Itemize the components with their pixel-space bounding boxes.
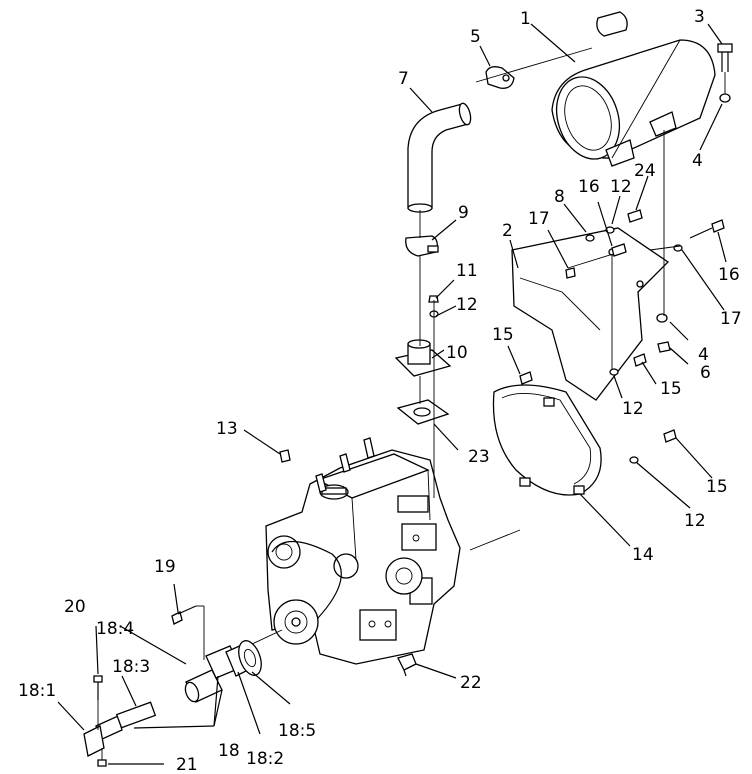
bracket-2 bbox=[511, 227, 670, 401]
bolt-19 bbox=[171, 605, 197, 625]
callout-18-4: 18:4 bbox=[96, 619, 134, 639]
pulley-lower bbox=[273, 599, 319, 645]
callout-2: 2 bbox=[502, 221, 513, 241]
callout-18-2: 18:2 bbox=[246, 749, 284, 769]
callout-16-right: 16 bbox=[718, 265, 740, 285]
callout-11: 11 bbox=[456, 261, 478, 281]
sensor-22 bbox=[397, 653, 417, 677]
callout-4-upper: 4 bbox=[692, 151, 703, 171]
alignment-lines bbox=[97, 47, 726, 760]
washer-8 bbox=[585, 234, 595, 242]
callout-14: 14 bbox=[632, 545, 654, 565]
callout-18-1: 18:1 bbox=[18, 681, 56, 701]
callout-24: 24 bbox=[634, 161, 656, 181]
callout-6: 6 bbox=[700, 363, 711, 383]
fan-belt bbox=[271, 540, 342, 619]
starter bbox=[333, 553, 359, 579]
gasket-23 bbox=[396, 399, 450, 425]
callout-21: 21 bbox=[176, 755, 198, 774]
callout-9: 9 bbox=[458, 203, 469, 223]
callout-16-upper: 16 bbox=[578, 177, 600, 197]
washer-12-right bbox=[629, 456, 639, 464]
injector-3 bbox=[315, 473, 327, 493]
clamp-9 bbox=[405, 235, 439, 257]
pulley-upper bbox=[267, 535, 301, 569]
callout-18-3: 18:3 bbox=[112, 657, 150, 677]
bolt-15-right bbox=[663, 429, 677, 443]
nut-6 bbox=[657, 341, 671, 353]
muffler bbox=[551, 11, 716, 167]
injector-2 bbox=[363, 437, 375, 459]
fan-shroud-14 bbox=[492, 384, 602, 496]
nut-21 bbox=[97, 759, 107, 767]
bolt-20 bbox=[93, 675, 103, 700]
drive-shaft-18 bbox=[83, 640, 262, 757]
callout-23: 23 bbox=[468, 447, 490, 467]
exhaust-pipe-7 bbox=[407, 102, 472, 213]
callout-5: 5 bbox=[470, 27, 481, 47]
bolt-15-upper-left bbox=[519, 371, 533, 385]
callout-17-right: 17 bbox=[720, 309, 742, 329]
callout-13: 13 bbox=[216, 419, 238, 439]
callout-12-mid: 12 bbox=[622, 399, 644, 419]
alternator bbox=[385, 557, 423, 595]
callout-20: 20 bbox=[64, 597, 86, 617]
callout-4-lower: 4 bbox=[698, 345, 709, 365]
nut-4-top bbox=[719, 93, 731, 103]
leader-lines bbox=[57, 23, 727, 765]
callout-10: 10 bbox=[446, 343, 468, 363]
callout-12-upper: 12 bbox=[610, 177, 632, 197]
callout-18-5: 18:5 bbox=[278, 721, 316, 741]
washer-12-mid bbox=[609, 368, 619, 376]
bolt-3 bbox=[717, 43, 733, 72]
callout-17-upper: 17 bbox=[528, 209, 550, 229]
bolt-15-mid bbox=[633, 353, 647, 367]
callout-labels: 1 2 3 4 4 5 6 7 8 9 10 11 12 12 12 12 13… bbox=[18, 7, 742, 774]
callout-22: 22 bbox=[460, 673, 482, 693]
bolt-16-right bbox=[689, 219, 725, 239]
bolt-16-upper bbox=[611, 243, 627, 257]
plug-13 bbox=[279, 449, 291, 463]
bolt-24 bbox=[627, 209, 643, 223]
callout-3: 3 bbox=[694, 7, 705, 27]
callout-15-right: 15 bbox=[706, 477, 728, 497]
callout-12-center: 12 bbox=[456, 295, 478, 315]
injector-1 bbox=[339, 453, 351, 473]
callout-15-upper-left: 15 bbox=[492, 325, 514, 345]
callout-18: 18 bbox=[218, 741, 240, 761]
callout-19: 19 bbox=[154, 557, 176, 577]
clamp-5 bbox=[485, 66, 515, 89]
nut-17-upper bbox=[565, 267, 576, 279]
nut-4-lower bbox=[656, 313, 668, 323]
exhaust-flange-10 bbox=[394, 339, 452, 377]
callout-12-right: 12 bbox=[684, 511, 706, 531]
callout-8: 8 bbox=[554, 187, 565, 207]
callout-7: 7 bbox=[398, 69, 409, 89]
callout-15-mid: 15 bbox=[660, 379, 682, 399]
callout-1: 1 bbox=[520, 9, 531, 29]
